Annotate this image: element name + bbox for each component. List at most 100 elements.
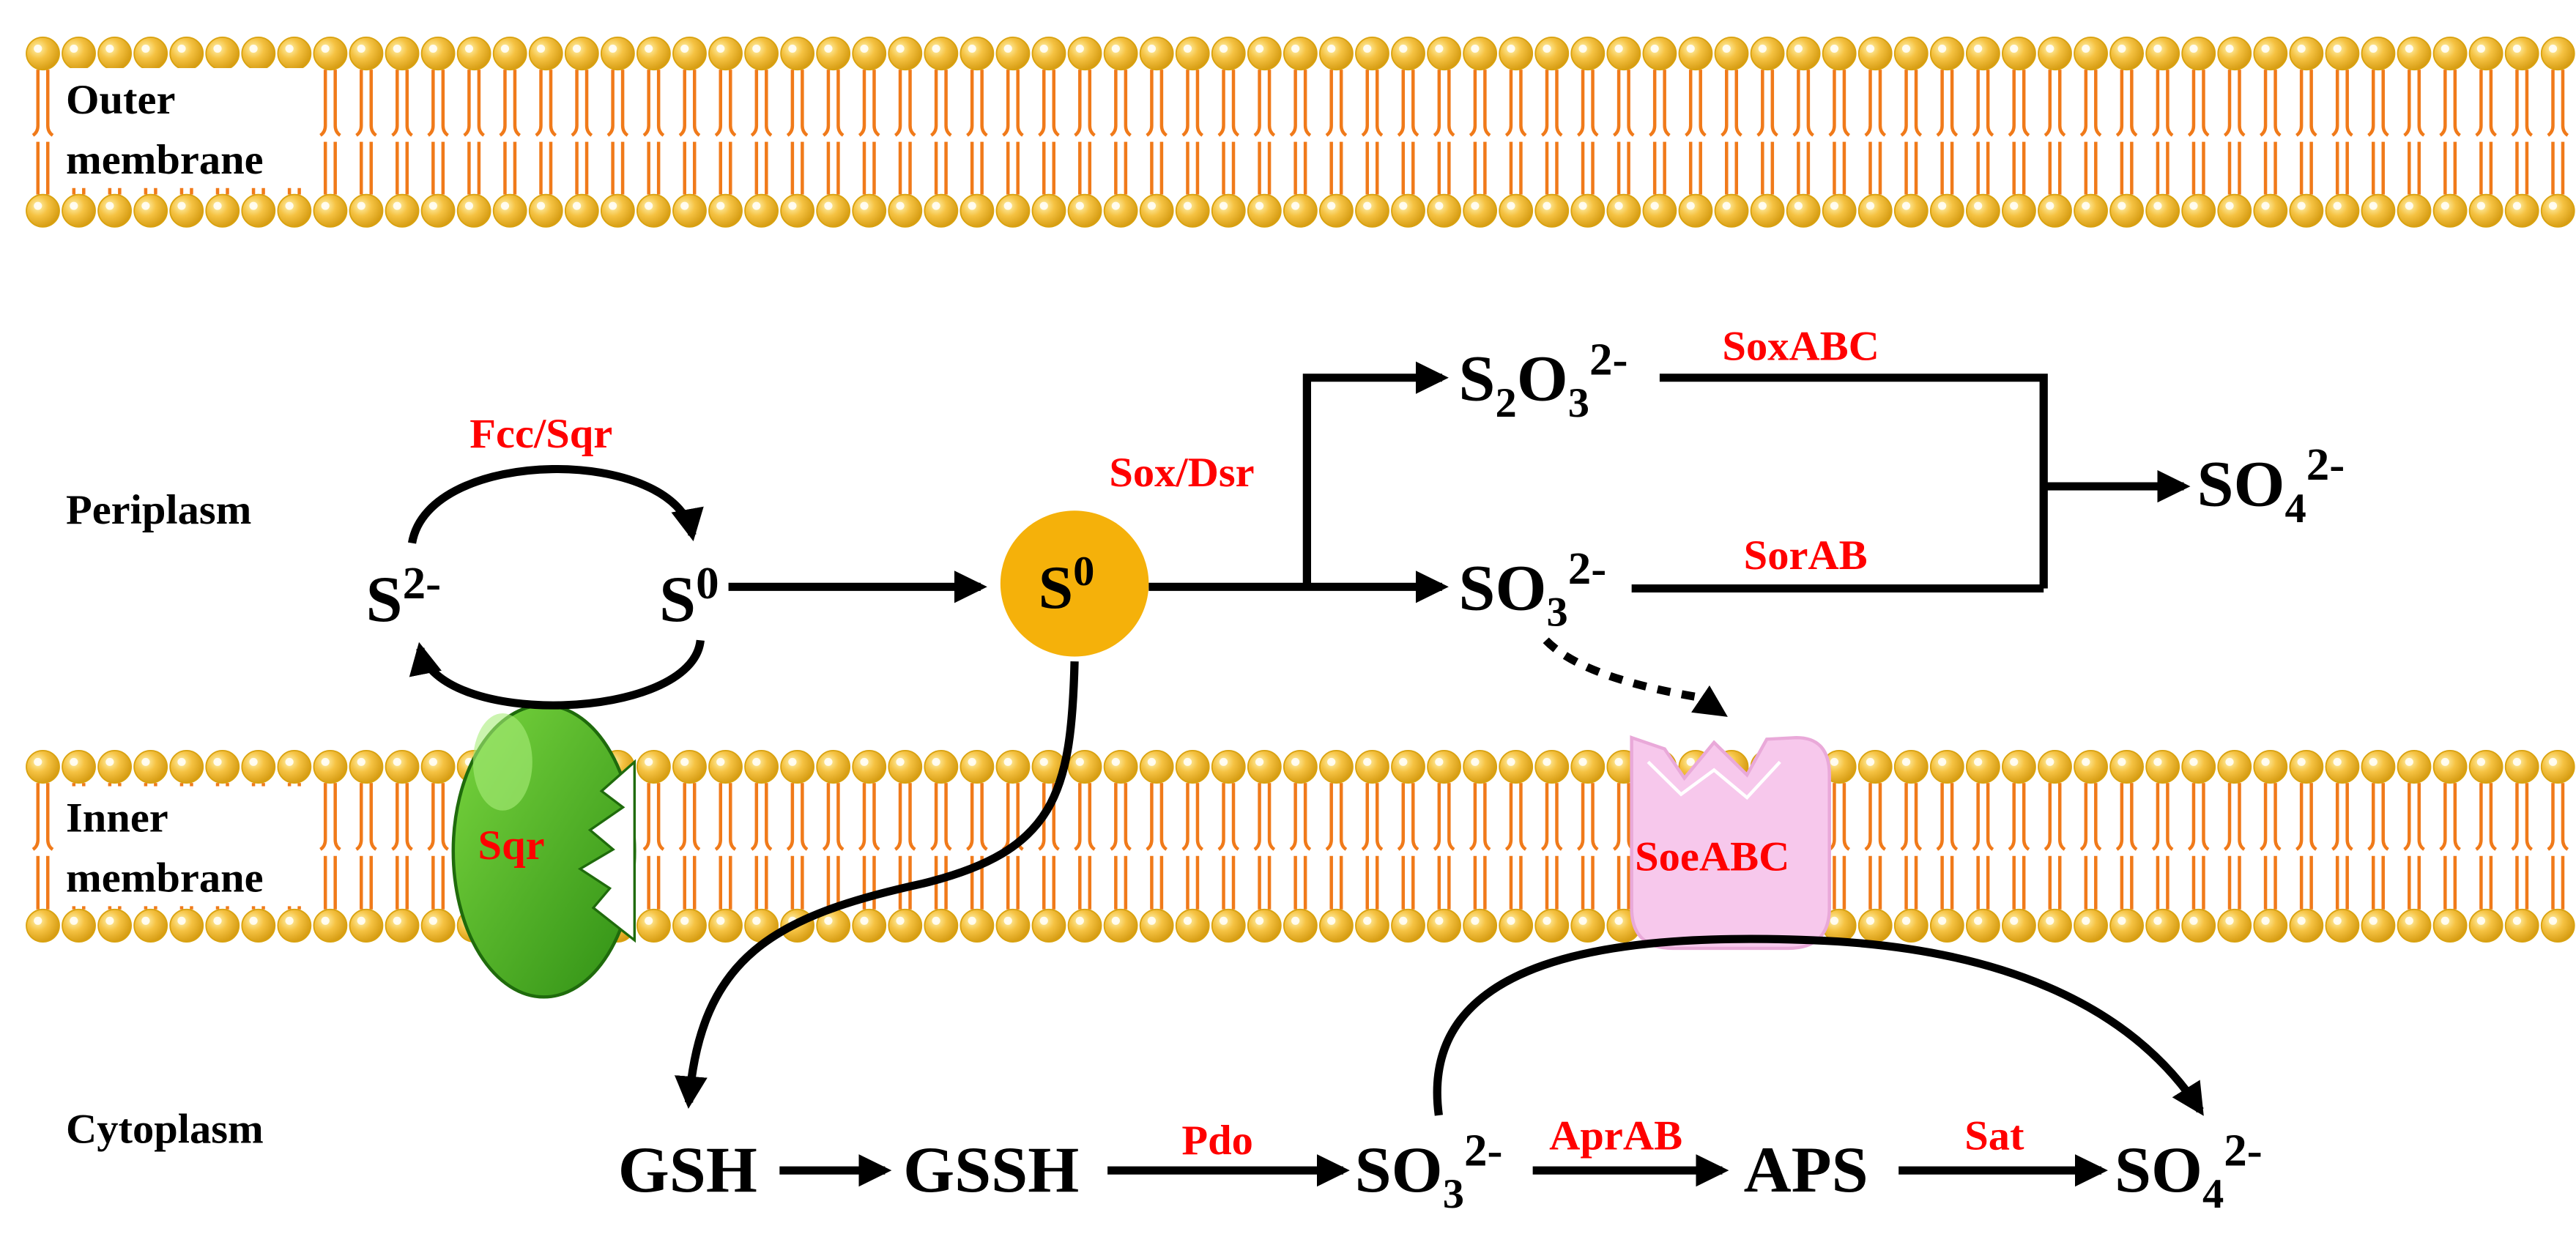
sulfite-peri-base: SO	[1458, 552, 1546, 624]
lipid-head-highlight	[752, 201, 761, 210]
lipid-tail	[786, 783, 809, 910]
lipid-head-highlight	[788, 44, 797, 53]
lipid-head-highlight	[357, 201, 365, 210]
lipid-tail	[2223, 783, 2246, 910]
lipid-tail	[1181, 70, 1204, 195]
lipid-head-highlight	[2189, 44, 2198, 53]
lipid-head	[2432, 193, 2468, 228]
sorab-enzyme-label: SorAB	[1744, 531, 1868, 578]
soxabc-enzyme-label: SoxABC	[1722, 322, 1879, 369]
lipid-head-highlight	[2297, 916, 2306, 925]
lipid-head-highlight	[2476, 757, 2486, 766]
lipid-tail	[2223, 70, 2246, 195]
lipid-head-highlight	[1039, 916, 1048, 925]
lipid-head	[2540, 193, 2575, 228]
lipid-head	[1103, 749, 1138, 784]
periplasm-label: Periplasm	[66, 486, 251, 532]
lipid-head	[1606, 193, 1641, 228]
lipid-head-highlight	[932, 916, 940, 925]
lipid-head-highlight	[141, 757, 150, 766]
lipid-head	[1857, 37, 1893, 71]
lipid-head	[600, 193, 635, 228]
lipid-head-highlight	[1794, 44, 1803, 53]
sox-dsr-enzyme-label: Sox/Dsr	[1109, 448, 1254, 495]
lipid-head-highlight	[1543, 201, 1551, 210]
lipid-head-highlight	[1507, 757, 1515, 766]
sulfate-peri-charge: 2-	[2306, 439, 2345, 490]
lipid-head-highlight	[2010, 44, 2019, 53]
lipid-head	[1139, 37, 1174, 71]
lipid-head	[2540, 749, 2575, 784]
lipid-head-highlight	[572, 201, 582, 210]
lipid-head	[2432, 908, 2468, 943]
lipid-tail	[1002, 70, 1024, 195]
lipid-head	[349, 193, 384, 228]
lipid-head-highlight	[2082, 916, 2090, 925]
lipid-head	[2038, 749, 2072, 784]
lipid-head	[169, 193, 204, 228]
lipid-head	[1893, 908, 1929, 943]
lipid-head	[2289, 908, 2324, 943]
lipid-head	[205, 908, 240, 943]
lipid-head	[1175, 749, 1210, 784]
lipid-head	[1857, 908, 1893, 943]
lipid-head	[708, 908, 743, 943]
lipid-head	[1139, 193, 1174, 228]
sulfide-species: S2-	[366, 557, 442, 635]
lipid-head-highlight	[34, 757, 42, 766]
lipid-head	[2074, 908, 2108, 943]
lipid-head-highlight	[141, 916, 150, 925]
fcc-sqr-enzyme-label: Fcc/Sqr	[469, 409, 612, 456]
lipid-head	[2540, 908, 2575, 943]
lipid-head	[2325, 908, 2360, 943]
lipid-head-highlight	[824, 44, 833, 53]
lipid-head	[277, 749, 312, 784]
lipid-tail	[929, 783, 952, 910]
lipid-head-highlight	[2369, 44, 2378, 53]
lipid-head	[1929, 193, 1964, 228]
lipid-head-highlight	[2333, 916, 2342, 925]
lipid-head	[2002, 37, 2036, 71]
lipid-head	[169, 908, 204, 943]
lipid-head	[1031, 37, 1066, 71]
lipid-head	[1499, 193, 1534, 228]
lipid-head-highlight	[2153, 916, 2162, 925]
lipid-head-highlight	[1578, 201, 1587, 210]
lipid-head	[1929, 908, 1964, 943]
lipid-head	[816, 749, 851, 784]
lipid-head	[1463, 908, 1498, 943]
lipid-head-highlight	[788, 201, 797, 210]
lipid-head-highlight	[716, 757, 725, 766]
lipid-tail	[929, 70, 952, 195]
lipid-head	[1463, 749, 1498, 784]
lipid-head-highlight	[1399, 44, 1408, 53]
line-thiosulfate-soxabc	[1659, 374, 2048, 589]
lipid-head-highlight	[1614, 201, 1623, 210]
lipid-head-highlight	[1974, 916, 1983, 925]
lipid-tail	[1685, 70, 1707, 195]
lipid-tail	[319, 783, 341, 910]
lipid-head-highlight	[1830, 201, 1839, 210]
lipid-head-highlight	[1111, 757, 1120, 766]
lipid-tail	[1397, 70, 1419, 195]
lipid-head	[1642, 193, 1677, 228]
lipid-head	[2468, 908, 2503, 943]
lipid-head-highlight	[1111, 201, 1120, 210]
lipid-tail	[1361, 70, 1384, 195]
lipid-tail	[1146, 70, 1168, 195]
sulfate-peri-sub: 4	[2285, 484, 2306, 531]
lipid-head	[420, 749, 456, 784]
lipid-head	[1929, 749, 1964, 784]
lipid-head-highlight	[1830, 44, 1839, 53]
lipid-head-highlight	[2117, 757, 2126, 766]
lipid-head	[1211, 193, 1246, 228]
lipid-head	[313, 749, 348, 784]
lipid-tail	[1828, 783, 1851, 910]
lipid-head-highlight	[177, 201, 186, 210]
lipid-head	[888, 37, 923, 71]
lipid-tail	[1110, 783, 1132, 910]
lipid-tail	[2331, 783, 2353, 910]
sqr-enzyme-label: Sqr	[478, 822, 545, 869]
lipid-head	[1391, 193, 1425, 228]
lipid-tail	[1361, 783, 1384, 910]
